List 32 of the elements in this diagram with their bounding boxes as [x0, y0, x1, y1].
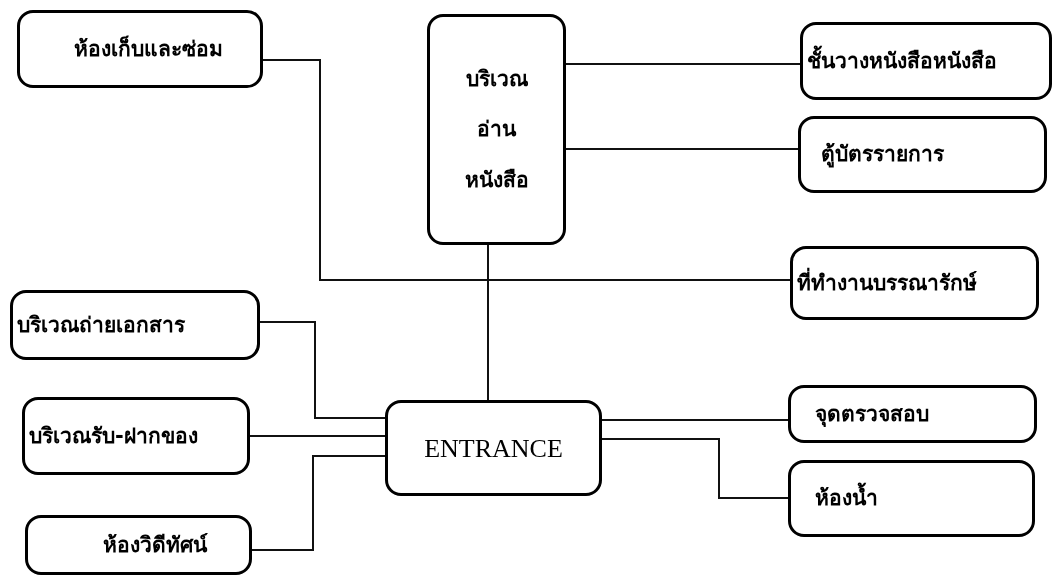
connector-line — [259, 321, 386, 419]
room-label: หนังสือ — [464, 166, 529, 193]
room-label: ห้องเก็บและซ่อม — [73, 35, 223, 63]
connector-line — [565, 63, 801, 65]
room-box — [788, 385, 1037, 443]
room-label: บริเวณรับ-ฝากของ — [29, 422, 198, 450]
room-box — [427, 14, 566, 245]
room-label: จุดตรวจสอบ — [815, 400, 929, 428]
room-label: ตู้บัตรรายการ — [821, 141, 944, 168]
room-box — [10, 290, 260, 360]
connector-line — [601, 419, 789, 421]
room-label: ห้องวิดีทัศน์ — [102, 531, 207, 559]
connector-line — [262, 59, 791, 281]
room-label: อ่าน — [477, 116, 516, 143]
room-box — [25, 515, 252, 575]
room-box — [790, 246, 1039, 320]
room-box — [385, 400, 602, 496]
connector-line — [487, 244, 489, 401]
connector-line — [565, 148, 799, 150]
room-label: ที่ทำงานบรรณารักษ์ — [797, 269, 977, 297]
room-box — [17, 10, 263, 88]
room-label: ชั้นวางหนังสือหนังสือ — [807, 47, 997, 75]
room-box — [800, 22, 1052, 100]
connector-line — [251, 455, 386, 551]
room-label: บริเวณถ่ายเอกสาร — [17, 311, 185, 339]
room-box — [798, 116, 1047, 193]
connector-line — [601, 438, 789, 499]
room-box — [22, 397, 250, 475]
room-box — [788, 460, 1035, 537]
room-label: บริเวณ — [465, 66, 528, 93]
connector-line — [249, 435, 386, 437]
room-label: ENTRANCE — [424, 432, 563, 465]
